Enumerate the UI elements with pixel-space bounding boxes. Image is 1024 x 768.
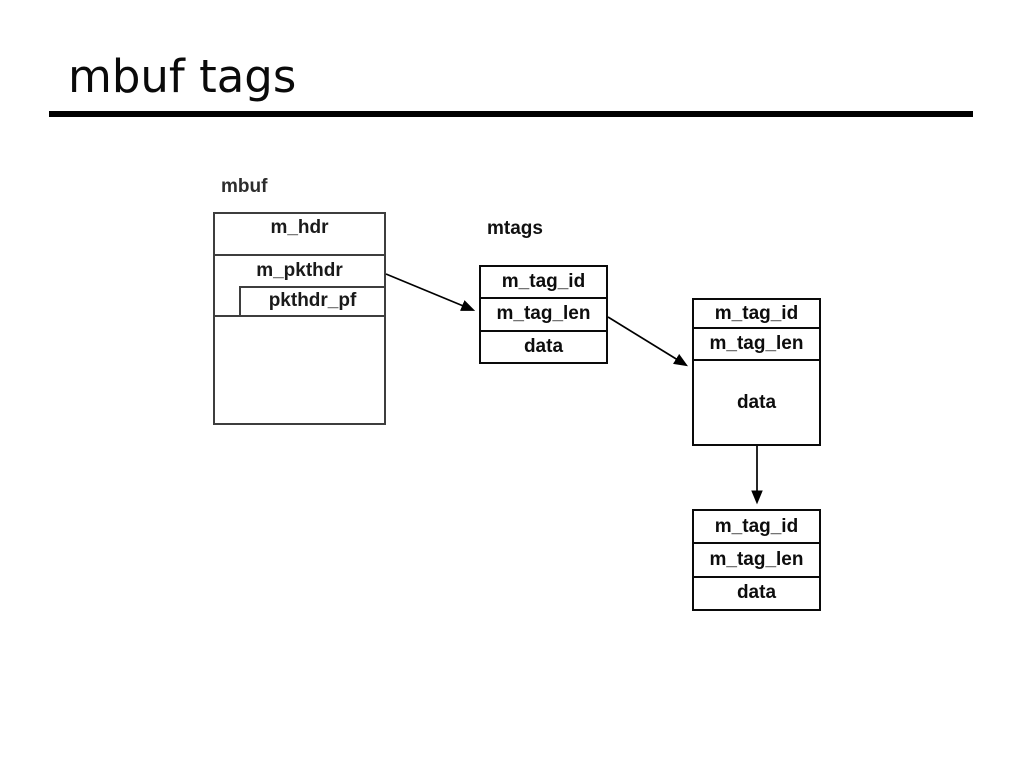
arrow-pkthdrpf-to-mtag1 (385, 273, 476, 311)
arrow-mtag1-to-mtag2 (607, 316, 688, 367)
mtag1-row-m-tag-len: m_tag_len (481, 297, 606, 329)
mbuf-struct-box: m_hdr m_pkthdr pkthdr_pf (213, 212, 386, 425)
mtag1-row-m-tag-id: m_tag_id (501, 271, 586, 293)
mtag1-row-data: data (481, 329, 606, 362)
mtag-box-1: m_tag_id m_tag_len data (479, 265, 608, 364)
mbuf-row-pkthdr-pf: pkthdr_pf (268, 290, 357, 311)
mtag-box-2: m_tag_id m_tag_len data (692, 298, 821, 446)
mtag3-row-data: data (694, 575, 819, 609)
mtags-struct-label: mtags (487, 218, 543, 239)
mtag2-row-m-tag-id: m_tag_id (714, 302, 799, 324)
slide-title: mbuf tags (68, 50, 297, 103)
pkthdr-pf-inner-box: pkthdr_pf (239, 286, 384, 317)
mbuf-divider-2 (215, 315, 384, 317)
mtag3-row-m-tag-id: m_tag_id (714, 515, 799, 537)
mbuf-struct-label: mbuf (221, 176, 268, 197)
mbuf-divider-1 (215, 254, 384, 256)
mbuf-row-m-hdr: m_hdr (270, 217, 329, 238)
mtag2-row-data: data (694, 359, 819, 444)
mbuf-row-m-pkthdr: m_pkthdr (256, 260, 343, 281)
mtag3-row-m-tag-len: m_tag_len (694, 542, 819, 575)
mtag-box-3: m_tag_id m_tag_len data (692, 509, 821, 611)
mtag2-row-m-tag-len: m_tag_len (694, 327, 819, 359)
title-underline-rule (49, 111, 973, 117)
